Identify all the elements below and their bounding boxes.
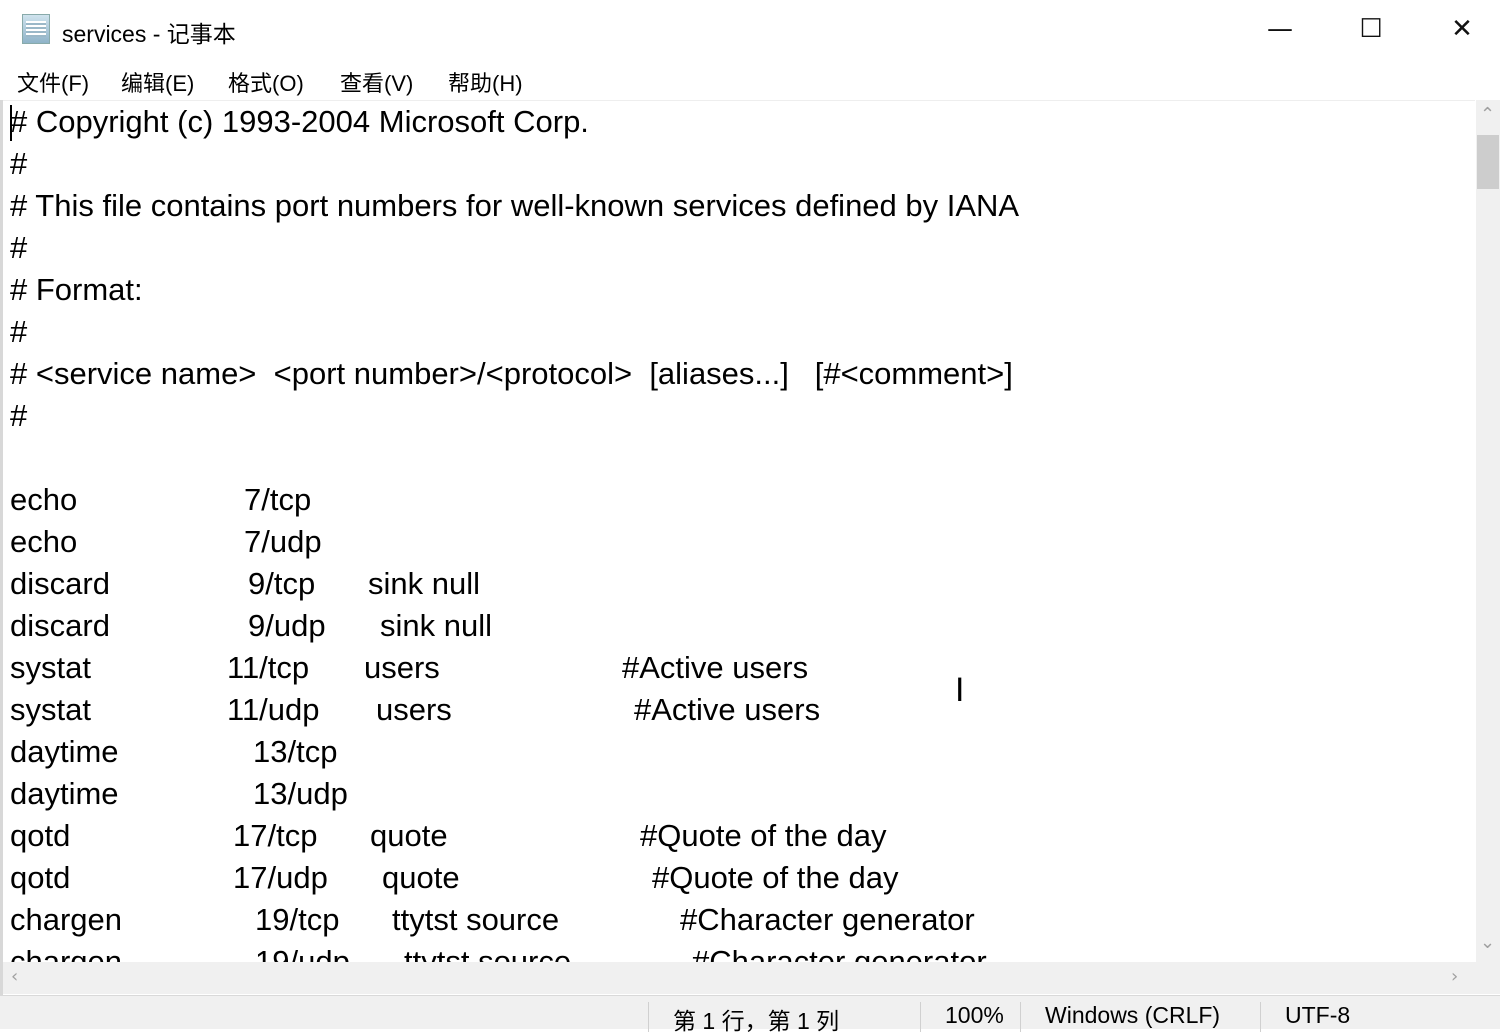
- service-name: daytime: [10, 776, 119, 811]
- comment: #Active users: [634, 692, 821, 727]
- service-name: # This file contains port numbers for we…: [10, 188, 1020, 223]
- scroll-right-icon[interactable]: ›: [1451, 966, 1459, 987]
- aliases: ttytst source: [404, 944, 572, 963]
- service-name: #: [10, 146, 28, 181]
- service-name: discard: [10, 608, 110, 643]
- port-protocol: 19/udp: [255, 944, 350, 963]
- zoom-level: 100%: [920, 1002, 1004, 1032]
- vertical-scrollbar[interactable]: ⌃ ⌄: [1476, 100, 1500, 962]
- service-name: echo: [10, 524, 78, 559]
- service-name: # <service name> <port number>/<protocol…: [10, 356, 1013, 391]
- menu-help[interactable]: 帮助(H): [448, 71, 523, 96]
- comment: #Character generator: [692, 944, 987, 963]
- port-protocol: 13/udp: [253, 776, 348, 811]
- menu-edit[interactable]: 编辑(E): [121, 71, 195, 96]
- horizontal-scrollbar[interactable]: ‹ ›: [3, 962, 1500, 994]
- aliases: sink null: [368, 566, 480, 601]
- text-caret: [10, 105, 12, 141]
- service-name: chargen: [10, 902, 123, 937]
- port-protocol: 17/udp: [233, 860, 328, 895]
- aliases: quote: [370, 818, 448, 853]
- line-ending: Windows (CRLF): [1020, 1002, 1220, 1032]
- scroll-left-icon[interactable]: ‹: [11, 966, 19, 987]
- close-button[interactable]: ✕: [1451, 14, 1473, 44]
- port-protocol: 9/tcp: [248, 566, 316, 601]
- aliases: quote: [382, 860, 460, 895]
- minimize-button[interactable]: —: [1267, 14, 1293, 44]
- port-protocol: 11/tcp: [227, 650, 310, 685]
- vertical-scroll-thumb[interactable]: [1477, 135, 1499, 189]
- port-protocol: 7/tcp: [244, 482, 312, 517]
- port-protocol: 13/tcp: [253, 734, 338, 769]
- comment: #Quote of the day: [652, 860, 899, 895]
- service-name: #: [10, 314, 28, 349]
- notepad-icon: [22, 14, 50, 44]
- menu-format[interactable]: 格式(O): [228, 71, 304, 96]
- service-name: discard: [10, 566, 110, 601]
- service-name: echo: [10, 482, 78, 517]
- comment: #Character generator: [680, 902, 975, 937]
- comment: #Active users: [622, 650, 809, 685]
- service-name: #: [10, 398, 28, 433]
- service-name: chargen: [10, 944, 123, 963]
- text-editor[interactable]: # Copyright (c) 1993-2004 Microsoft Corp…: [3, 100, 1475, 963]
- aliases: ttytst source: [392, 902, 560, 937]
- port-protocol: 7/udp: [244, 524, 322, 559]
- service-name: qotd: [10, 818, 71, 853]
- comment: #Quote of the day: [640, 818, 887, 853]
- port-protocol: 17/tcp: [233, 818, 318, 853]
- window-title: services - 记事本: [62, 21, 236, 47]
- maximize-button[interactable]: ☐: [1359, 14, 1383, 44]
- service-name: systat: [10, 692, 91, 727]
- service-name: qotd: [10, 860, 71, 895]
- scroll-up-icon[interactable]: ⌃: [1480, 104, 1496, 125]
- service-name: #: [10, 230, 28, 265]
- menu-file[interactable]: 文件(F): [17, 71, 90, 96]
- aliases: users: [376, 692, 452, 727]
- title-bar: services - 记事本 — ☐ ✕: [0, 0, 1500, 58]
- aliases: sink null: [380, 608, 492, 643]
- service-name: systat: [10, 650, 91, 685]
- menu-view[interactable]: 查看(V): [340, 71, 414, 96]
- port-protocol: 11/udp: [227, 692, 320, 727]
- encoding: UTF-8: [1260, 1002, 1350, 1032]
- port-protocol: 9/udp: [248, 608, 326, 643]
- ibeam-cursor-icon: I: [955, 671, 965, 709]
- status-bar: 第 1 行，第 1 列 100% Windows (CRLF) UTF-8: [0, 995, 1500, 1034]
- menu-bar: 文件(F) 编辑(E) 格式(O) 查看(V) 帮助(H): [0, 58, 1500, 100]
- service-name: # Format:: [10, 272, 143, 307]
- window-border: [0, 0, 3, 1028]
- scroll-down-icon[interactable]: ⌄: [1480, 932, 1496, 953]
- aliases: users: [364, 650, 440, 685]
- service-name: daytime: [10, 734, 119, 769]
- service-name: # Copyright (c) 1993-2004 Microsoft Corp…: [10, 104, 589, 139]
- port-protocol: 19/tcp: [255, 902, 340, 937]
